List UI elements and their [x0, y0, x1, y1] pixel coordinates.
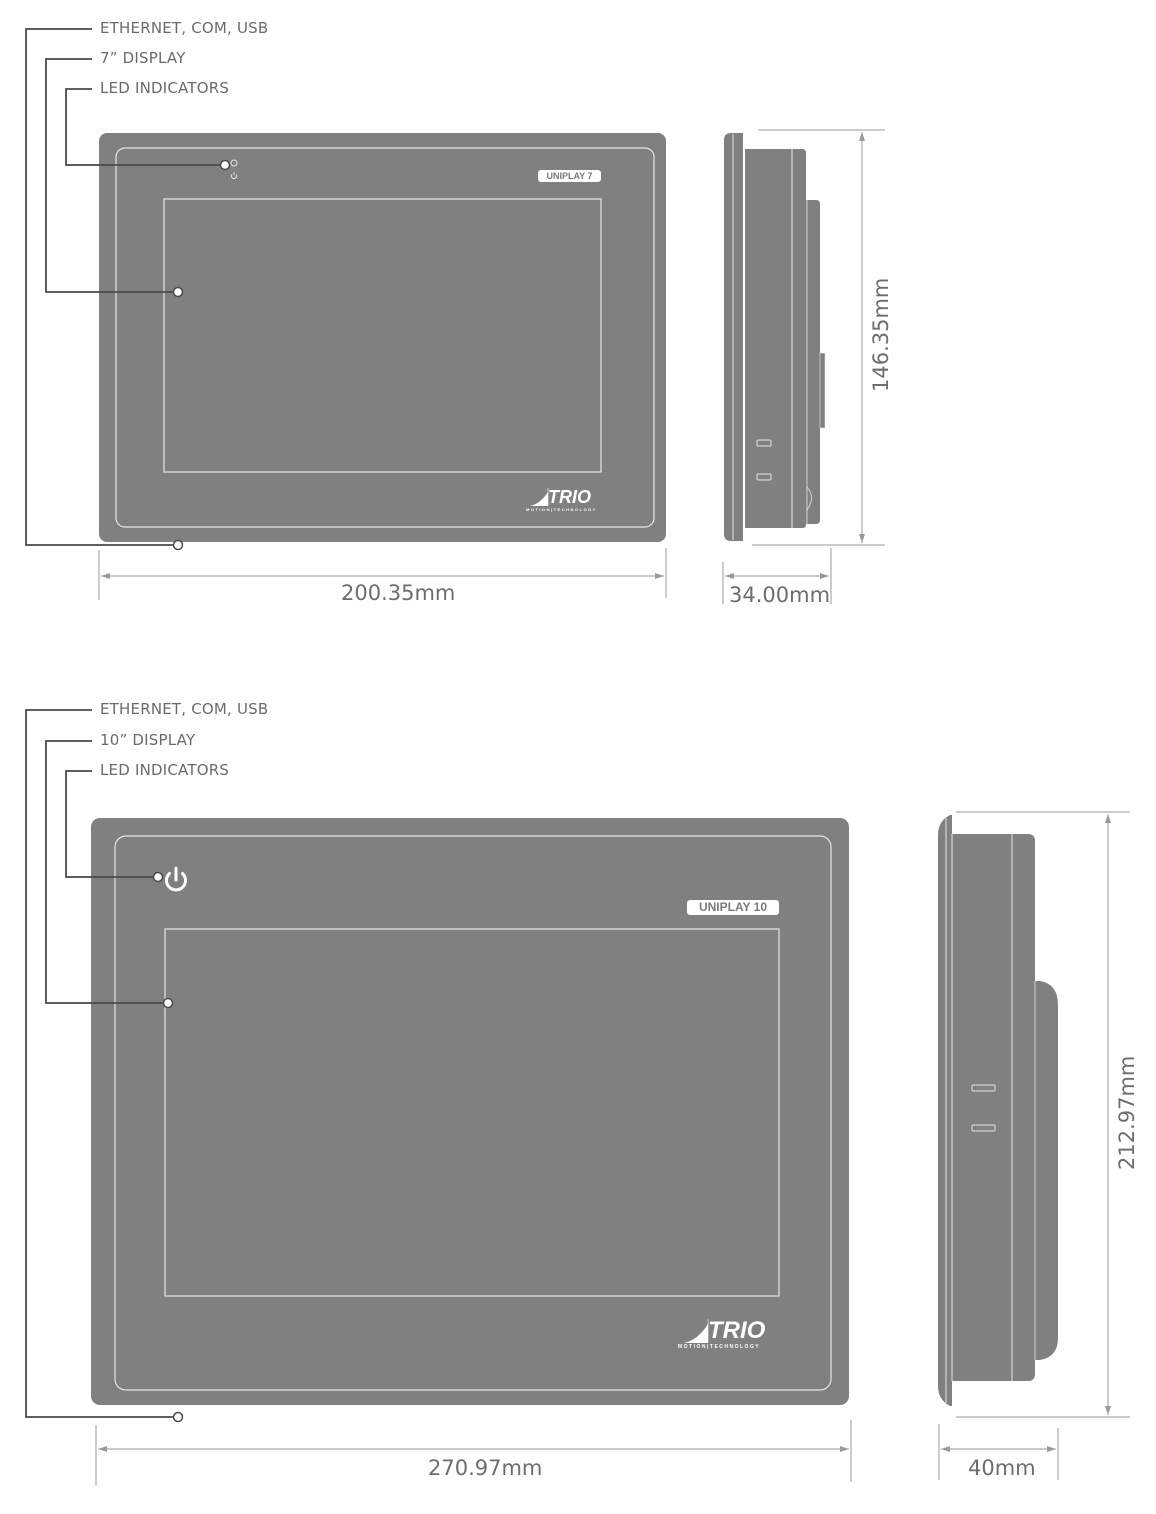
logo-swoosh-icon — [530, 488, 549, 506]
width-dimension-label: 200.35mm — [341, 581, 456, 605]
brand-name: TRIO — [708, 1317, 766, 1344]
uniplay10-width-dimension — [95, 1420, 852, 1485]
brand-name: TRIO — [548, 487, 591, 507]
height-dimension-label: 212.97mm — [1115, 1055, 1139, 1170]
depth-dimension-label: 40mm — [968, 1456, 1036, 1480]
uniplay10-front-view — [91, 818, 849, 1405]
uniplay10-callout-lines — [25, 709, 174, 1418]
uniplay10-height-dimension — [956, 811, 1130, 1418]
width-dimension-label: 270.97mm — [428, 1456, 543, 1480]
height-dimension-label: 146.35mm — [869, 277, 893, 392]
led-indicator-icon — [230, 159, 238, 167]
uniplay7-display-area — [163, 198, 602, 473]
brand-tagline: MOTION|TECHNOLOGY — [678, 1344, 761, 1350]
model-badge-uniplay10: UNIPLAY 10 — [687, 900, 779, 915]
uniplay7-callout-lines — [25, 28, 221, 546]
power-icon — [230, 174, 238, 179]
uniplay7-width-dimension — [98, 548, 667, 600]
callout-leds: LED INDICATORS — [100, 761, 230, 779]
model-badge-uniplay7: UNIPLAY 7 — [538, 170, 601, 182]
uniplay10-side-view — [938, 815, 1058, 1406]
callout-leds: LED INDICATORS — [100, 79, 230, 97]
trio-logo-uniplay7: TRIO MOTION|TECHNOLOGY — [526, 486, 606, 516]
uniplay10-display-area — [164, 928, 780, 1297]
trio-logo-uniplay10: TRIO MOTION|TECHNOLOGY — [678, 1318, 784, 1352]
uniplay7-side-view — [724, 133, 826, 541]
callout-ports: ETHERNET, COM, USB — [100, 19, 269, 37]
callout-display: 10” DISPLAY — [100, 731, 196, 749]
depth-dimension-label: 34.00mm — [729, 583, 831, 607]
uniplay7-height-dimension — [752, 129, 885, 546]
callout-display: 7” DISPLAY — [100, 49, 186, 67]
callout-ports: ETHERNET, COM, USB — [100, 700, 269, 718]
logo-swoosh-icon — [684, 1319, 709, 1343]
power-icon — [165, 866, 187, 892]
brand-tagline: MOTION|TECHNOLOGY — [526, 507, 597, 512]
uniplay7-depth-dimension — [722, 548, 832, 604]
uniplay10-depth-dimension — [938, 1424, 1059, 1480]
uniplay7-front-view — [99, 133, 666, 542]
